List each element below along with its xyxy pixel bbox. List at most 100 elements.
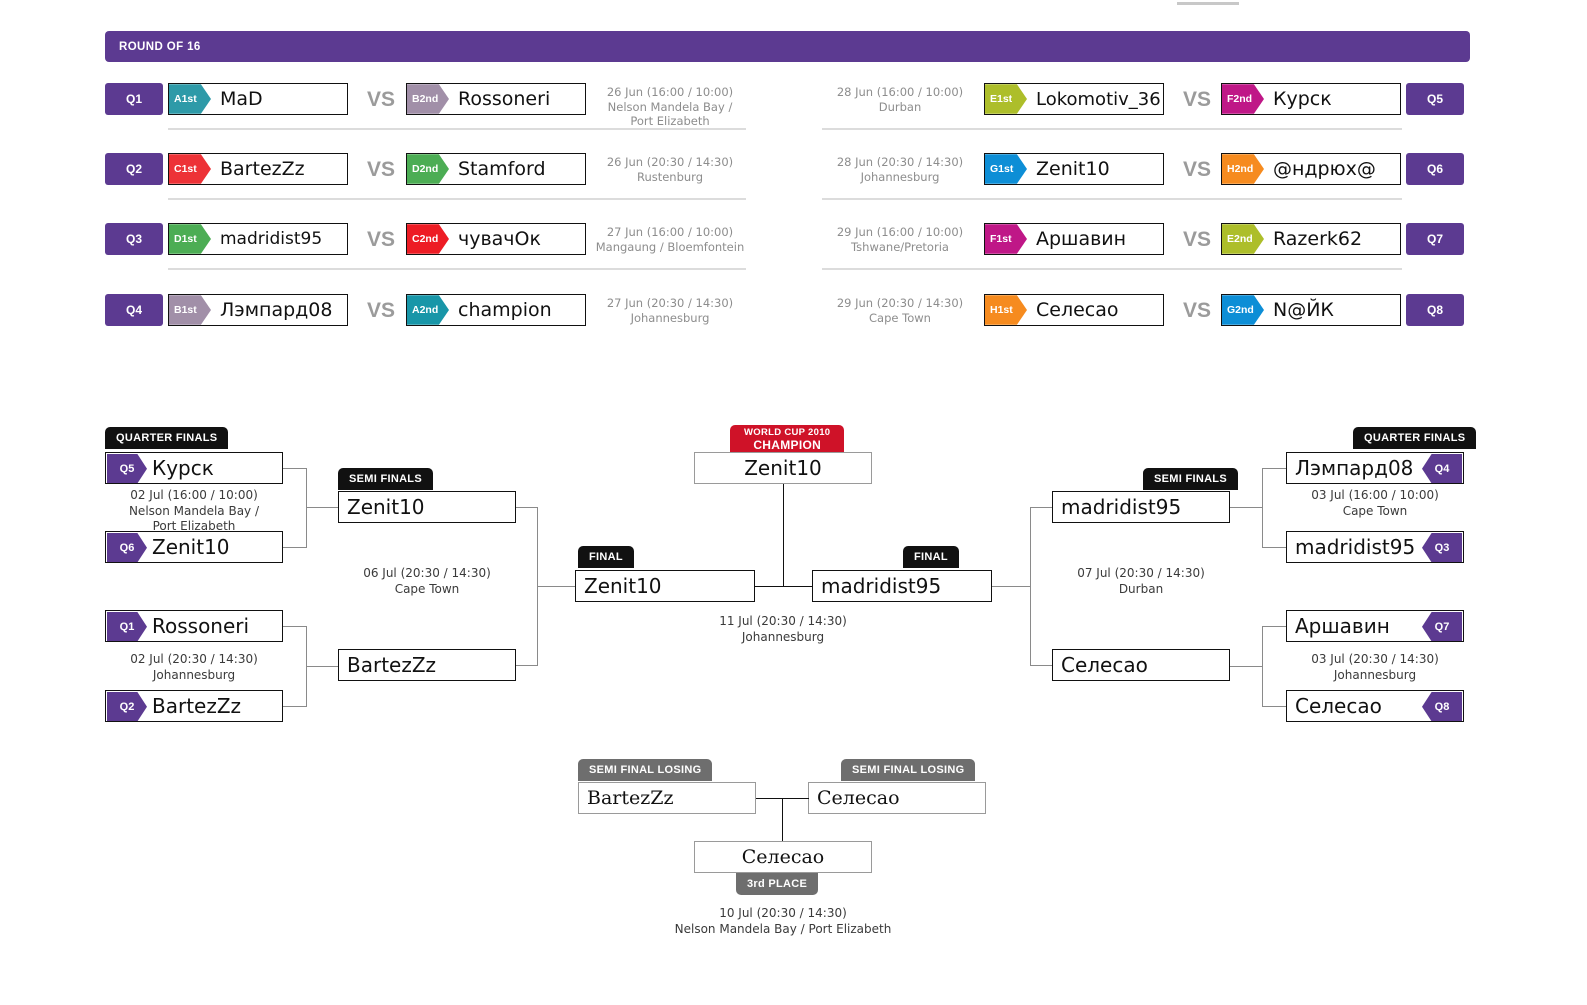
connector bbox=[782, 798, 784, 841]
connector bbox=[283, 468, 307, 470]
r16-team-box-away-q8[interactable]: G2nd N@ЙК bbox=[1221, 294, 1401, 326]
qf-right-top-team1-box[interactable]: Лэмпард08 Q4 bbox=[1286, 452, 1464, 484]
group-badge-c2nd: C2nd bbox=[407, 224, 449, 254]
r16-match-meta-q5: 28 Jun (16:00 / 10:00) Durban bbox=[824, 85, 976, 114]
r16-match-venue-q1: Nelson Mandela Bay / Port Elizabeth bbox=[607, 99, 733, 129]
final-right-team-box[interactable]: madridist95 bbox=[812, 570, 992, 602]
r16-row-separator-3 bbox=[168, 268, 746, 270]
sf-left-team2-box[interactable]: BartezZz bbox=[338, 649, 516, 681]
qf-right-bottom-team2-name: Селесао bbox=[1295, 694, 1382, 718]
r16-match-venue-q2: Rustenburg bbox=[636, 169, 704, 184]
qf-left-bottom-team1-name: Rossoneri bbox=[152, 614, 250, 638]
qf-right-top-team2-name: madridist95 bbox=[1295, 535, 1416, 559]
r16-team-box-home-q2[interactable]: C1st BartezZz bbox=[168, 153, 348, 185]
r16-slot-tab-q7[interactable]: Q7 bbox=[1406, 223, 1464, 255]
sf-left-team1-box[interactable]: Zenit10 bbox=[338, 491, 516, 523]
r16-team-box-home-q8[interactable]: H1st Селесао bbox=[984, 294, 1164, 326]
r16-team-box-away-q7[interactable]: E2nd Razerk62 bbox=[1221, 223, 1401, 255]
qf-right-bottom-venue: Johannesburg bbox=[1333, 667, 1417, 682]
r16-team-box-home-q3[interactable]: D1st madridist95 bbox=[168, 223, 348, 255]
r16-team-name-away-q2: Stamford bbox=[458, 158, 546, 180]
r16-slot-tab-q6[interactable]: Q6 bbox=[1406, 153, 1464, 185]
r16-team-name-home-q7: Аршавин bbox=[1036, 228, 1127, 250]
group-badge-h2nd: H2nd bbox=[1222, 154, 1264, 184]
r16-slot-tab-q1[interactable]: Q1 bbox=[105, 83, 163, 115]
vs-label-q7: VS bbox=[1183, 228, 1212, 251]
r16-team-box-away-q4[interactable]: A2nd champion bbox=[406, 294, 586, 326]
third-place-meta: 10 Jul (20:30 / 14:30) Nelson Mandela Ba… bbox=[662, 906, 904, 937]
slot-badge-q3: Q3 bbox=[1422, 533, 1462, 563]
qf-right-top-team1-name: Лэмпард08 bbox=[1295, 456, 1414, 480]
sf-left-team1-name: Zenit10 bbox=[347, 495, 425, 519]
group-badge-b2nd: B2nd bbox=[407, 84, 449, 114]
tag-semi-finals-left: SEMI FINALS bbox=[338, 468, 433, 490]
champion-tag-line2: CHAMPION bbox=[753, 437, 822, 452]
third-place-winner-box[interactable]: Селесао bbox=[694, 841, 872, 873]
connector bbox=[306, 666, 338, 668]
r16-team-box-home-q4[interactable]: B1st Лэмпард08 bbox=[168, 294, 348, 326]
champion-tag-line1: WORLD CUP 2010 bbox=[744, 426, 831, 438]
qf-left-top-team1-box[interactable]: Q5 Курск bbox=[105, 452, 283, 484]
r16-slot-tab-q3[interactable]: Q3 bbox=[105, 223, 163, 255]
vs-label-q4: VS bbox=[367, 299, 396, 322]
third-place-right-team-name: Селесао bbox=[817, 787, 900, 809]
qf-right-bottom-team2-box[interactable]: Селесао Q8 bbox=[1286, 690, 1464, 722]
r16-team-box-home-q5[interactable]: E1st Lokomotiv_36 bbox=[984, 83, 1164, 115]
qf-right-bottom-team1-box[interactable]: Аршавин Q7 bbox=[1286, 610, 1464, 642]
r16-team-box-home-q6[interactable]: G1st Zenit10 bbox=[984, 153, 1164, 185]
qf-left-bottom-meta: 02 Jul (20:30 / 14:30) Johannesburg bbox=[105, 652, 283, 683]
r16-team-box-away-q1[interactable]: B2nd Rossoneri bbox=[406, 83, 586, 115]
final-left-team-box[interactable]: Zenit10 bbox=[575, 570, 755, 602]
r16-slot-tab-q2[interactable]: Q2 bbox=[105, 153, 163, 185]
r16-slot-tab-q5[interactable]: Q5 bbox=[1406, 83, 1464, 115]
tag-semi-final-losing-left: SEMI FINAL LOSING bbox=[578, 759, 713, 781]
r16-team-name-home-q6: Zenit10 bbox=[1036, 158, 1110, 180]
r16-team-name-away-q1: Rossoneri bbox=[458, 88, 551, 110]
r16-match-venue-q8: Cape Town bbox=[869, 310, 931, 325]
vs-label-q6: VS bbox=[1183, 158, 1212, 181]
r16-match-date-q6: 28 Jun (20:30 / 14:30) bbox=[836, 155, 964, 169]
r16-team-name-away-q5: Курск bbox=[1273, 88, 1332, 110]
group-badge-d1st: D1st bbox=[169, 224, 211, 254]
qf-right-top-team2-box[interactable]: madridist95 Q3 bbox=[1286, 531, 1464, 563]
vs-label-q3: VS bbox=[367, 228, 396, 251]
round-of-16-header-label: ROUND OF 16 bbox=[119, 40, 201, 53]
connector bbox=[1230, 507, 1263, 509]
qf-left-top-team2-box[interactable]: Q6 Zenit10 bbox=[105, 531, 283, 563]
sf-right-team1-box[interactable]: madridist95 bbox=[1052, 491, 1230, 523]
qf-left-bottom-team1-box[interactable]: Q1 Rossoneri bbox=[105, 610, 283, 642]
qf-right-bottom-meta: 03 Jul (20:30 / 14:30) Johannesburg bbox=[1286, 652, 1464, 683]
sf-right-venue: Durban bbox=[1118, 581, 1164, 596]
r16-team-box-away-q5[interactable]: F2nd Курск bbox=[1221, 83, 1401, 115]
r16-slot-tab-q8[interactable]: Q8 bbox=[1406, 294, 1464, 326]
r16-match-venue-q6: Johannesburg bbox=[860, 169, 940, 184]
connector bbox=[783, 484, 785, 587]
r16-team-box-away-q2[interactable]: D2nd Stamford bbox=[406, 153, 586, 185]
r16-match-venue-q4: Johannesburg bbox=[630, 310, 710, 325]
r16-team-name-home-q5: Lokomotiv_36 bbox=[1036, 88, 1161, 110]
r16-team-name-away-q8: N@ЙК bbox=[1273, 299, 1334, 321]
sf-right-team2-box[interactable]: Селесао bbox=[1052, 649, 1230, 681]
r16-slot-tab-q4[interactable]: Q4 bbox=[105, 294, 163, 326]
r16-team-box-home-q7[interactable]: F1st Аршавин bbox=[984, 223, 1164, 255]
third-place-date: 10 Jul (20:30 / 14:30) bbox=[719, 906, 847, 920]
connector bbox=[1030, 507, 1052, 509]
qf-left-bottom-team2-box[interactable]: Q2 BartezZz bbox=[105, 690, 283, 722]
connector bbox=[283, 706, 307, 708]
connector bbox=[306, 507, 338, 509]
r16-team-box-home-q1[interactable]: A1st MaD bbox=[168, 83, 348, 115]
vs-label-q2: VS bbox=[367, 158, 396, 181]
vs-label-q1: VS bbox=[367, 88, 396, 111]
group-badge-e1st: E1st bbox=[985, 84, 1027, 114]
r16-row-separator-2 bbox=[168, 198, 746, 200]
slot-badge-q2: Q2 bbox=[107, 692, 147, 722]
r16-team-box-away-q6[interactable]: H2nd @ндрюх@ bbox=[1221, 153, 1401, 185]
r16-match-date-q3: 27 Jun (16:00 / 10:00) bbox=[606, 225, 734, 239]
qf-left-top-venue: Nelson Mandela Bay / Port Elizabeth bbox=[128, 503, 260, 534]
third-place-left-team-box[interactable]: BartezZz bbox=[578, 782, 756, 814]
third-place-right-team-box[interactable]: Селесао bbox=[808, 782, 986, 814]
connector bbox=[1262, 547, 1286, 549]
r16-team-box-away-q3[interactable]: C2nd чувачОк bbox=[406, 223, 586, 255]
champion-team-box[interactable]: Zenit10 bbox=[694, 452, 872, 484]
group-badge-g1st: G1st bbox=[985, 154, 1027, 184]
